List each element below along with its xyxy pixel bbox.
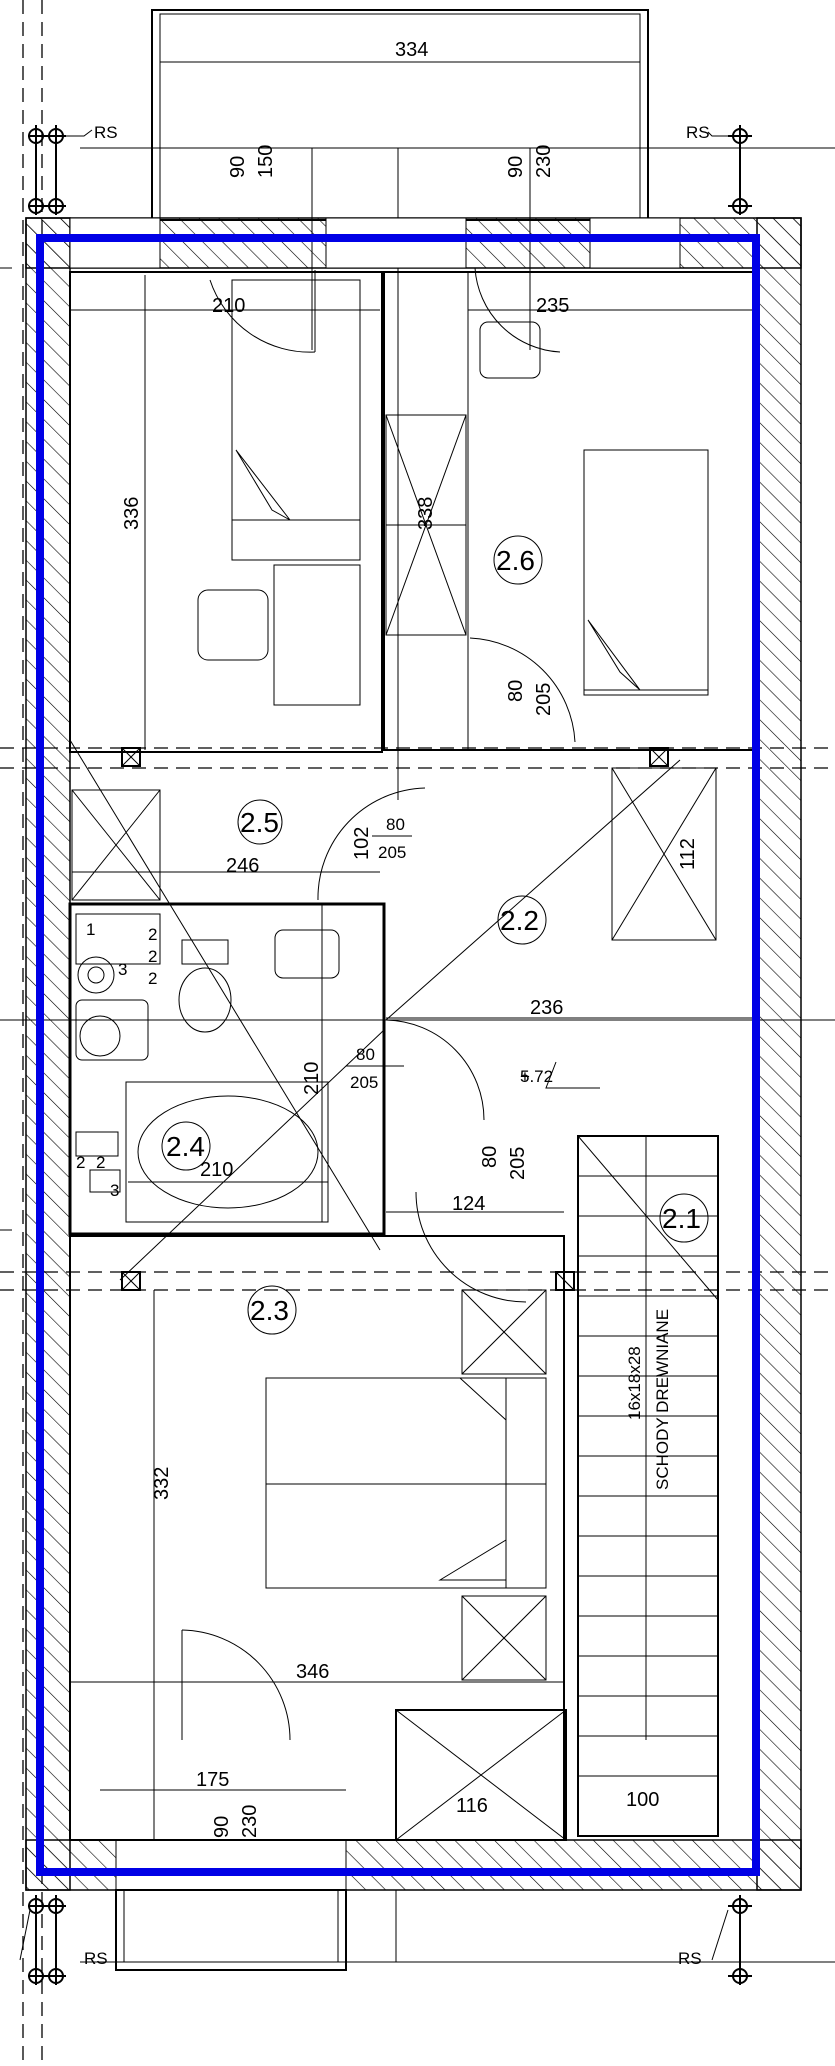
bottom-shaft: 116 [395,1709,567,1841]
stairs-name: SCHODY DREWNIANE [653,1309,672,1490]
dim-door23-a: 80 [479,1146,501,1168]
dim-bottom-window-a: 90 [211,1816,233,1838]
fixture-hob-3: 2 [148,947,157,966]
dim-room23-width: 346 [296,1661,329,1683]
dim-door23-b: 205 [507,1147,529,1180]
rs-markers: RS RS RS RS [19,123,752,1985]
dim-top-window-right-b: 230 [533,145,555,178]
dim-top-window-left-a: 90 [227,156,249,178]
dim-room25-low-width: 246 [226,855,259,877]
rs-label-top-left: RS [94,123,118,142]
dim-stairs-bottom: 100 [626,1789,659,1811]
dim-hall-shaft: 112 [677,838,699,870]
room-2-5: 210 336 246 2.5 102 80 205 [69,270,426,1251]
dim-room26-width: 235 [536,295,569,317]
dim-shaft-bottom: 116 [456,1795,488,1817]
fixture-hob-4: 2 [148,969,157,988]
room-label-2-5: 2.5 [240,807,279,838]
dim-bath-width: 210 [200,1159,233,1181]
dim-bottom-window-b: 230 [239,1805,261,1838]
dim-door24-a: 80 [356,1045,375,1064]
dim-top-window-left-b: 150 [255,145,277,178]
hall-2-2: 112 2.2 236 5.72 + [385,759,757,1089]
room-2-3: 2.3 124 80 205 332 346 [69,1146,575,1841]
svg-text:+: + [520,1067,530,1086]
room-label-2-6: 2.6 [496,545,535,576]
dim-door25-b: 80 [386,815,405,834]
dim-top-window-right-a: 90 [505,156,527,178]
dim-hall-low-width: 124 [452,1193,485,1215]
bottom-balcony: 175 90 230 [80,1769,835,1971]
dim-door26-a: 80 [505,680,527,702]
dim-room23-height: 332 [151,1467,173,1500]
dim-bath-height: 210 [301,1062,323,1095]
dim-door24-b: 205 [350,1073,378,1092]
dim-room26-wardrobe: 338 [415,497,437,530]
dim-room25-width: 210 [212,295,245,317]
rs-label-bottom-left: RS [84,1949,108,1968]
outer-walls [0,217,835,1891]
fixture-small-1: 2 [76,1153,85,1172]
fixture-small-3: 3 [110,1181,119,1200]
bathroom: 1 2 2 2 3 2.4 210 2 2 3 210 80 205 [68,902,485,1281]
dim-room25-height: 336 [121,497,143,530]
fixture-hob-1: 1 [86,920,95,939]
level-mark: 5.72 [520,1067,553,1086]
room-2-6: 338 235 2.6 80 205 [383,267,758,767]
room-label-2-3: 2.3 [250,1295,289,1326]
dim-door26-b: 205 [533,683,555,716]
room-label-2-1: 2.1 [662,1203,701,1234]
top-balcony: 334 90 150 90 230 [80,9,835,800]
outline-boundary [36,234,760,1876]
stairs-spec: 16x18x28 [625,1346,644,1420]
fixture-small-2: 2 [96,1153,105,1172]
room-label-2-2: 2.2 [500,905,539,936]
stairs-2-1: 2.1 16x18x28 SCHODY DREWNIANE 100 [577,1135,719,1837]
rs-label-top-right: RS [686,123,710,142]
dim-balcony-top-width: 334 [395,39,428,61]
fixture-hob-5: 3 [118,960,127,979]
rs-label-bottom-right: RS [678,1949,702,1968]
dim-door25-c: 205 [378,843,406,862]
fixture-hob-2: 2 [148,925,157,944]
dim-balcony-bottom-width: 175 [196,1769,229,1791]
dim-door25-a: 102 [351,827,373,860]
dim-hall-width: 236 [530,997,563,1019]
room-label-2-4: 2.4 [166,1131,205,1162]
